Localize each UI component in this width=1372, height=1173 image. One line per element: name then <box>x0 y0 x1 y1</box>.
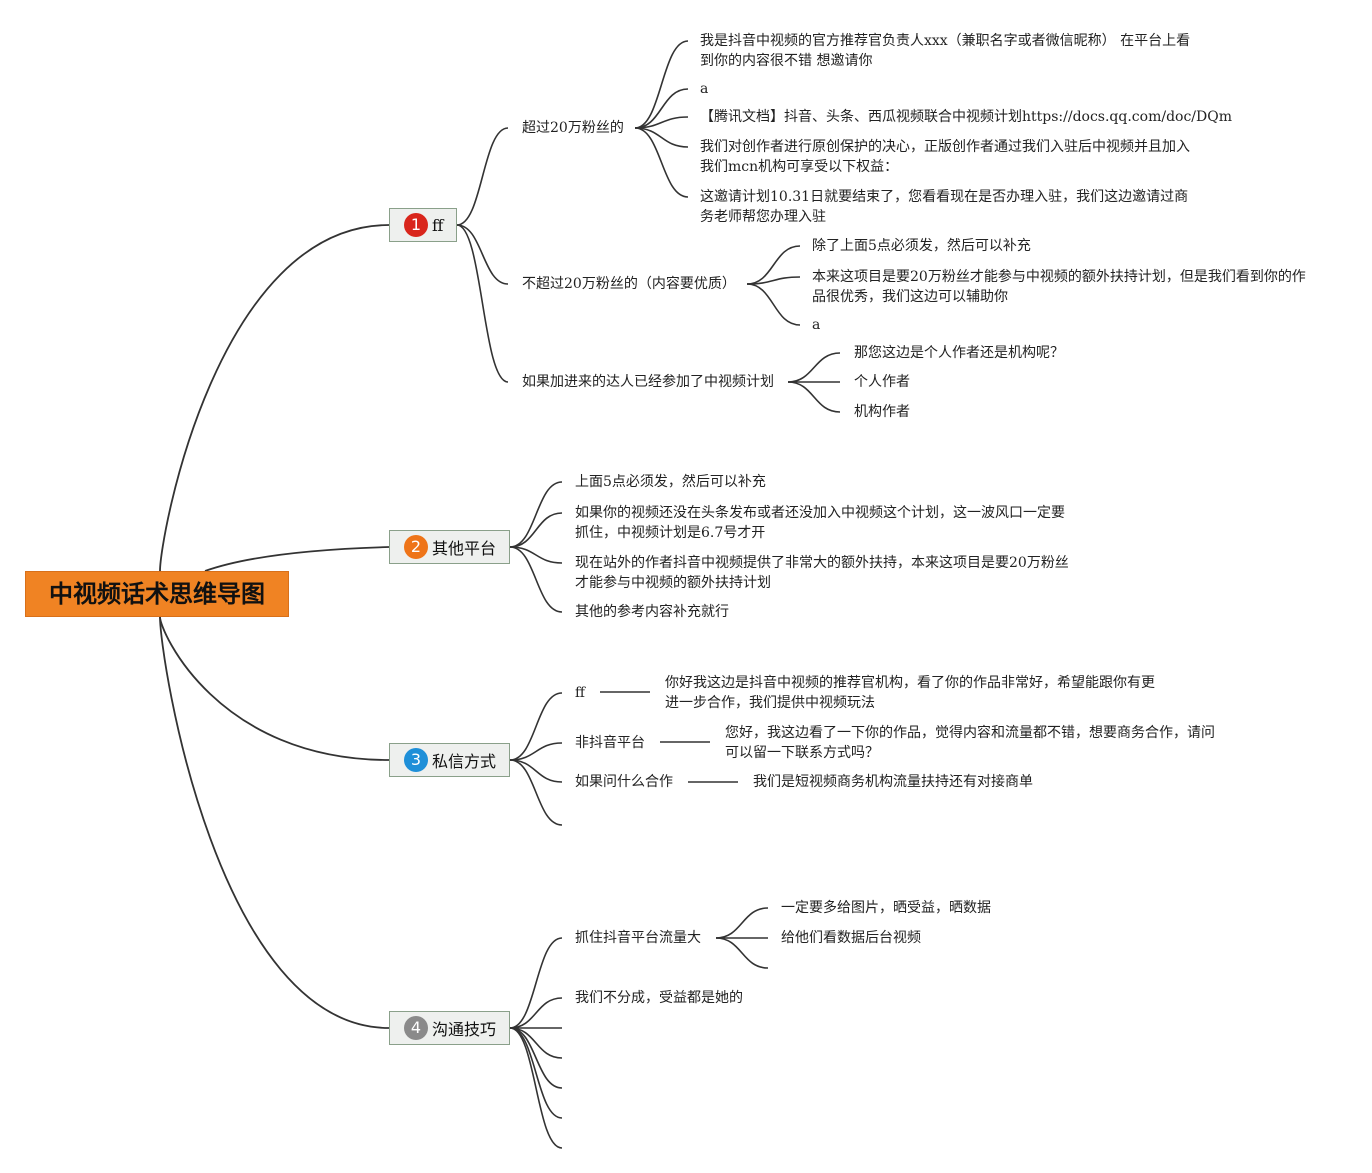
branch-label: 其他平台 <box>432 539 497 558</box>
b1s3-leaf-2 <box>787 381 841 413</box>
b3-sub-1 <box>509 742 563 761</box>
root-to-branch-1 <box>159 224 390 572</box>
root-to-branch-4 <box>159 616 390 1029</box>
b2-leaf-0 <box>509 481 563 548</box>
leaf-agency-answer[interactable]: 我们是短视频商务机构流量扶持还有对接商单 <box>753 774 1033 790</box>
b1s2-leaf-0 <box>746 245 801 285</box>
subtopic-non-douyin[interactable]: 非抖音平台 <box>575 735 645 751</box>
b1-sub-2 <box>456 224 509 285</box>
branch-1-topic[interactable]: 1 ff <box>389 208 457 242</box>
leaf-show-images-data[interactable]: 一定要多给图片，晒受益，晒数据 <box>781 900 991 916</box>
b4-sub-1 <box>509 997 563 1029</box>
b4-sub-5 <box>509 1027 563 1119</box>
subtopic-douyin-traffic[interactable]: 抓住抖音平台流量大 <box>575 930 701 946</box>
leaf-a[interactable]: a <box>812 317 821 333</box>
b2-leaf-1 <box>509 512 563 548</box>
b1s3-leaf-0 <box>787 352 841 383</box>
subtopic-over-200k-fans[interactable]: 超过20万粉丝的 <box>522 120 624 136</box>
b2-leaf-3 <box>509 546 563 613</box>
b1s1-leaf-4 <box>634 127 689 198</box>
b1s2-leaf-1 <box>746 276 801 285</box>
b1s2-leaf-2 <box>746 283 801 326</box>
leaf-five-points-required[interactable]: 除了上面5点必须发，然后可以补充 <box>812 238 1031 254</box>
leaf-five-points[interactable]: 上面5点必须发，然后可以补充 <box>575 474 766 490</box>
subtopic-no-revenue-share[interactable]: 我们不分成，受益都是她的 <box>575 990 743 1006</box>
number-3-badge-icon: 3 <box>404 748 428 772</box>
leaf-invitation-deadline[interactable]: 这邀请计划10.31日就要结束了，您看看现在是否办理入驻，我们这边邀请过商务老师… <box>700 189 1189 225</box>
subtopic-already-joined[interactable]: 如果加进来的达人已经参加了中视频计划 <box>522 374 774 390</box>
b4-sub-6 <box>509 1027 563 1149</box>
leaf-individual-or-agency-question[interactable]: 那您这边是个人作者还是机构呢？ <box>854 345 1064 361</box>
b1s1-leaf-3 <box>634 127 689 148</box>
subtopic-ff[interactable]: ff <box>575 685 585 701</box>
b1s1-leaf-0 <box>634 40 689 129</box>
branch-4-topic[interactable]: 4 沟通技巧 <box>389 1011 510 1045</box>
leaf-show-dashboard[interactable]: 给他们看数据后台视频 <box>781 930 921 946</box>
subtopic-under-200k-fans[interactable]: 不超过20万粉丝的（内容要优质） <box>522 276 736 292</box>
leaf-offsite-support[interactable]: 现在站外的作者抖音中视频提供了非常大的额外扶持，本来这项目是要20万粉丝才能参与… <box>575 555 1069 591</box>
root-to-branch-3 <box>159 616 390 761</box>
b4s1-leaf-0 <box>715 907 769 939</box>
branch-label: 沟通技巧 <box>432 1020 497 1039</box>
number-2-badge-icon: 2 <box>404 535 428 559</box>
number-4-badge-icon: 4 <box>404 1016 428 1040</box>
leaf-other-content[interactable]: 其他的参考内容补充就行 <box>575 604 729 620</box>
b3-sub-3 <box>509 759 563 826</box>
leaf-agency-author[interactable]: 机构作者 <box>854 404 910 420</box>
b4-sub-0 <box>509 937 563 1029</box>
root-to-branch-2 <box>204 546 390 572</box>
b1-sub-1 <box>456 127 509 226</box>
branch-2-topic[interactable]: 2 其他平台 <box>389 530 510 564</box>
central-topic[interactable]: 中视频话术思维导图 <box>25 571 289 617</box>
branch-label: 私信方式 <box>432 752 497 771</box>
leaf-recommender-message[interactable]: 你好我这边是抖音中视频的推荐官机构，看了你的作品非常好，希望能跟你有更进一步合作… <box>665 675 1155 711</box>
number-1-badge-icon: 1 <box>404 213 428 237</box>
subtopic-what-cooperation[interactable]: 如果问什么合作 <box>575 774 673 790</box>
leaf-a[interactable]: a <box>700 81 709 97</box>
b1-sub-3 <box>456 224 509 383</box>
b2-leaf-2 <box>509 546 563 564</box>
b3-sub-2 <box>509 759 563 783</box>
leaf-tencent-doc-link[interactable]: 【腾讯文档】抖音、头条、西瓜视频联合中视频计划https://docs.qq.c… <box>700 109 1232 125</box>
b4-sub-4 <box>509 1027 563 1089</box>
branch-label: ff <box>432 215 444 235</box>
b4s1-leaf-2 <box>715 937 769 969</box>
leaf-individual-author[interactable]: 个人作者 <box>854 374 910 390</box>
leaf-business-cooperation-message[interactable]: 您好，我这边看了一下你的作品，觉得内容和流量都不错，想要商务合作，请问可以留一下… <box>725 725 1215 761</box>
leaf-originality-protection[interactable]: 我们对创作者进行原创保护的决心，正版创作者通过我们入驻后中视频并且加入我们mcn… <box>700 139 1190 175</box>
branch-3-topic[interactable]: 3 私信方式 <box>389 743 510 777</box>
leaf-intro-message[interactable]: 我是抖音中视频的官方推荐官负责人xxx（兼职名字或者微信昵称） 在平台上看到你的… <box>700 33 1191 69</box>
b3-sub-0 <box>509 692 563 761</box>
leaf-seize-opportunity[interactable]: 如果你的视频还没在头条发布或者还没加入中视频这个计划，这一波风口一定要抓住，中视… <box>575 505 1065 541</box>
leaf-extra-support-plan[interactable]: 本来这项目是要20万粉丝才能参与中视频的额外扶持计划，但是我们看到你的作品很优秀… <box>812 269 1306 305</box>
